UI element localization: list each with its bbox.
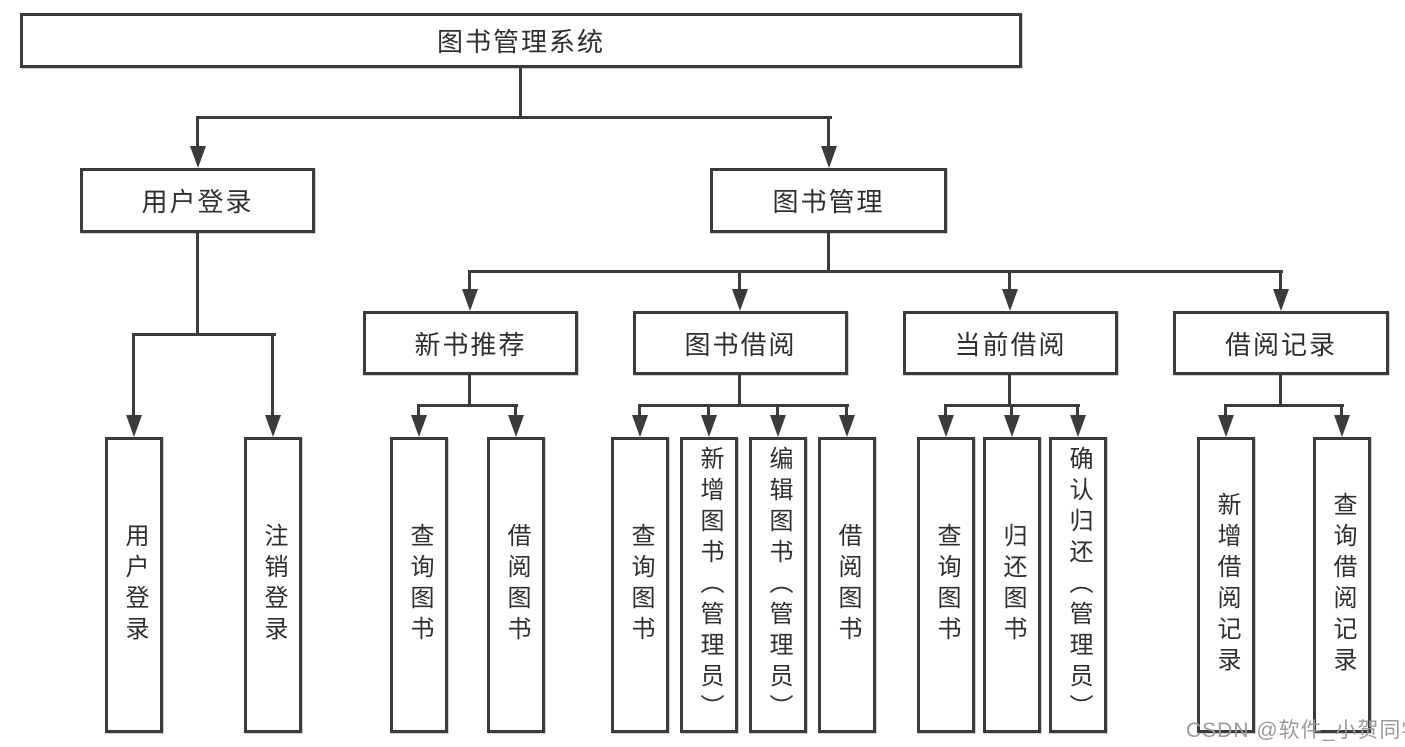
watermark: CSDN @软件_小贺同学: [1186, 719, 1405, 742]
connector-line: [196, 233, 199, 335]
node-new-book-recommend-label: 新书推荐: [414, 329, 527, 360]
connector-arrowhead: [1002, 289, 1018, 311]
node-root-label: 图书管理系统: [436, 27, 605, 57]
connector-line: [519, 68, 522, 118]
leaf-br-query-record-label: 查询借阅记录: [1329, 492, 1356, 678]
leaf-cb-query-books-label: 查询图书: [933, 523, 960, 647]
connector-line: [514, 404, 517, 415]
node-borrow-records-label: 借阅记录: [1224, 329, 1337, 360]
connector-line: [468, 270, 471, 291]
connector-arrowhead: [1218, 415, 1234, 437]
connector-arrowhead: [1273, 289, 1289, 311]
connector-line: [1279, 270, 1282, 291]
connector-arrowhead: [190, 146, 206, 168]
connector-line: [196, 116, 199, 148]
leaf-br-add-record-label: 新增借阅记录: [1213, 492, 1240, 678]
connector-line: [417, 404, 420, 415]
connector-arrowhead: [632, 415, 648, 437]
leaf-cb-return-books-label: 归还图书: [999, 523, 1026, 647]
leaf-nb-borrow-books-label: 借阅图书: [503, 523, 530, 647]
connector-line: [1224, 404, 1344, 407]
leaf-bb-query-books-label: 查询图书: [627, 523, 654, 647]
leaf-bb-add-books-admin: 新增图书（管理员）: [680, 437, 738, 733]
node-book-borrow: 图书借阅: [633, 311, 848, 375]
leaf-cb-return-books: 归还图书: [983, 437, 1041, 733]
connector-arrowhead: [1070, 415, 1086, 437]
leaf-logout-label: 注销登录: [260, 523, 287, 647]
leaf-cb-confirm-return-admin: 确认归还（管理员）: [1049, 437, 1107, 733]
connector-arrowhead: [411, 415, 427, 437]
leaf-cb-confirm-return-admin-label: 确认归还（管理员）: [1065, 445, 1092, 725]
node-current-borrow: 当前借阅: [903, 311, 1118, 375]
connector-line: [196, 116, 832, 119]
leaf-bb-edit-books-admin-label: 编辑图书（管理员）: [765, 445, 792, 725]
connector-line: [944, 404, 947, 415]
node-root: 图书管理系统: [20, 13, 1022, 68]
connector-line: [638, 404, 641, 415]
connector-line: [132, 333, 135, 415]
leaf-user-login-label: 用户登录: [121, 523, 148, 647]
connector-line: [738, 375, 741, 406]
leaf-nb-query-books-label: 查询图书: [406, 523, 433, 647]
leaf-bb-borrow-books: 借阅图书: [818, 437, 876, 733]
connector-line: [1224, 404, 1227, 415]
connector-line: [1010, 404, 1013, 415]
leaf-bb-add-books-admin-label: 新增图书（管理员）: [696, 445, 723, 725]
leaf-nb-borrow-books: 借阅图书: [487, 437, 545, 733]
leaf-nb-query-books: 查询图书: [390, 437, 448, 733]
connector-arrowhead: [821, 146, 837, 168]
connector-line: [1008, 270, 1011, 291]
leaf-bb-borrow-books-label: 借阅图书: [834, 523, 861, 647]
connector-line: [738, 270, 741, 291]
node-new-book-recommend: 新书推荐: [363, 311, 578, 375]
node-user-login-label: 用户登录: [141, 187, 254, 217]
connector-arrowhead: [265, 415, 281, 437]
connector-arrowhead: [770, 415, 786, 437]
connector-line: [827, 233, 830, 273]
leaf-br-query-record: 查询借阅记录: [1313, 437, 1371, 733]
connector-line: [845, 404, 848, 415]
leaf-bb-query-books: 查询图书: [611, 437, 669, 733]
connector-arrowhead: [508, 415, 524, 437]
leaf-bb-edit-books-admin: 编辑图书（管理员）: [749, 437, 807, 733]
connector-line: [827, 116, 830, 148]
connector-line: [707, 404, 710, 415]
connector-line: [1008, 375, 1011, 406]
connector-arrowhead: [462, 289, 478, 311]
connector-line: [1340, 404, 1343, 415]
leaf-user-login: 用户登录: [105, 437, 163, 733]
leaf-logout: 注销登录: [244, 437, 302, 733]
connector-arrowhead: [126, 415, 142, 437]
connector-arrowhead: [1334, 415, 1350, 437]
connector-arrowhead: [1004, 415, 1020, 437]
connector-line: [776, 404, 779, 415]
connector-line: [132, 333, 276, 336]
connector-arrowhead: [732, 289, 748, 311]
connector-arrowhead: [839, 415, 855, 437]
node-borrow-records: 借阅记录: [1173, 311, 1389, 375]
node-book-borrow-label: 图书借阅: [684, 329, 797, 360]
leaf-cb-query-books: 查询图书: [917, 437, 975, 733]
node-user-login: 用户登录: [80, 168, 315, 233]
connector-line: [468, 375, 471, 406]
connector-arrowhead: [701, 415, 717, 437]
node-current-borrow-label: 当前借阅: [954, 329, 1067, 360]
leaf-br-add-record: 新增借阅记录: [1197, 437, 1255, 733]
connector-line: [638, 404, 849, 407]
node-book-management-label: 图书管理: [772, 187, 885, 217]
connector-line: [1279, 375, 1282, 406]
connector-line: [417, 404, 518, 407]
connector-arrowhead: [938, 415, 954, 437]
node-book-management: 图书管理: [710, 168, 947, 233]
connector-line: [1076, 404, 1079, 415]
connector-line: [468, 270, 1283, 273]
connector-line: [271, 333, 274, 415]
